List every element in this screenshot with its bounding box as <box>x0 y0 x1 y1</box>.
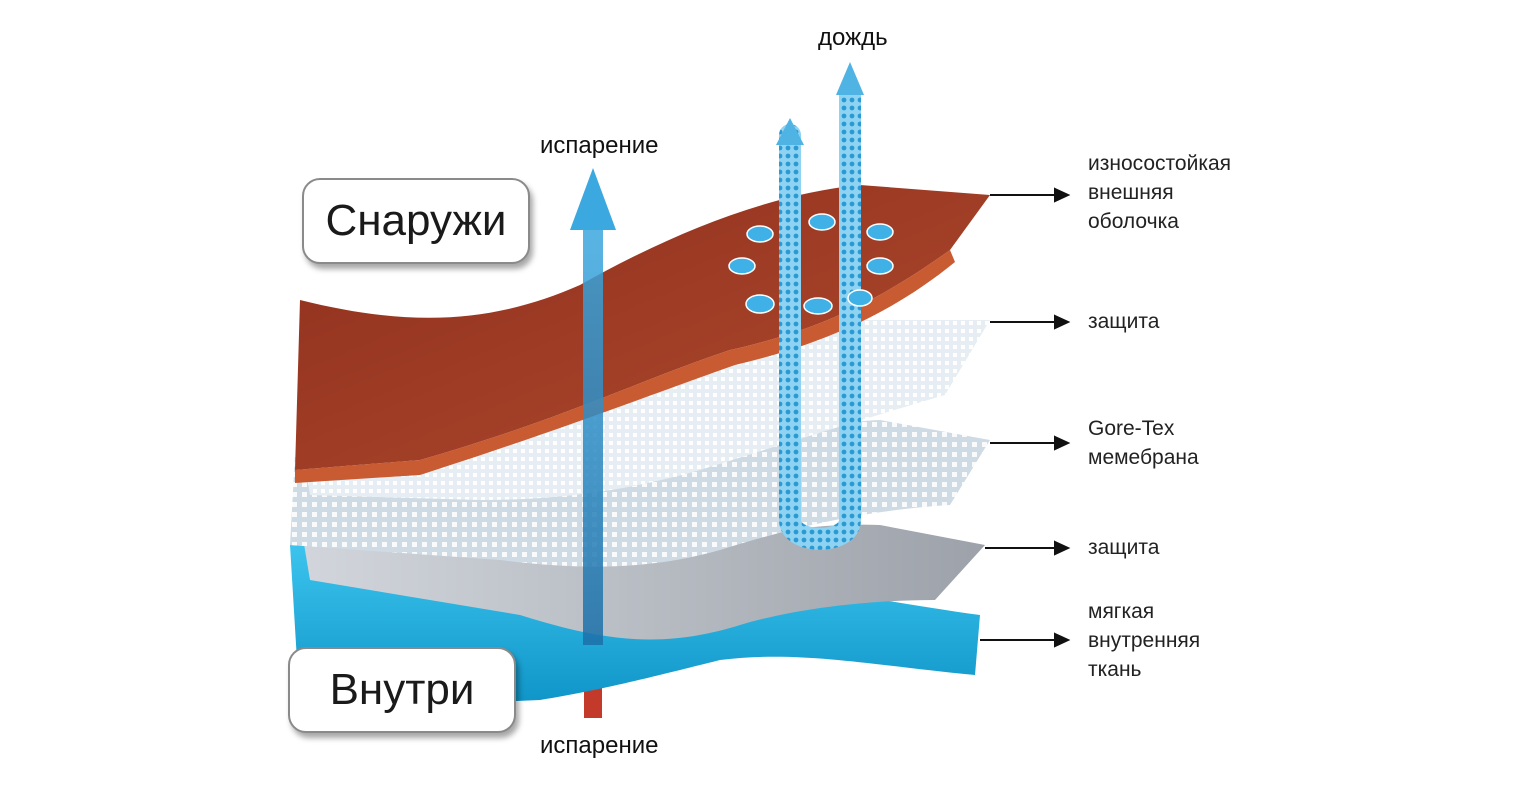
layer-label-protection-bottom: защита <box>1088 536 1160 559</box>
rain-arrow <box>779 84 861 550</box>
rain-label: дождь <box>818 24 888 51</box>
rain-droplets <box>728 213 894 315</box>
membrane-layer <box>290 420 990 567</box>
layer-label-membrane: Gore-Tex мемебрана <box>1088 417 1199 469</box>
rain-arrow-head-left <box>776 118 804 145</box>
inside-label: Внутри <box>288 647 516 733</box>
label-pointers <box>980 187 1071 648</box>
evaporation-arrow-head <box>570 168 616 230</box>
evaporation-top-label: испарение <box>540 132 659 159</box>
layer-label-outer-shell: износостойкая внешняя оболочка <box>1088 152 1232 233</box>
layer-label-inner-fabric: мягкая внутренняя ткань <box>1088 600 1201 681</box>
layer-label-protection-top: защита <box>1088 310 1160 333</box>
rain-arrow-head-right <box>836 62 864 95</box>
evaporation-arrow-shaft <box>583 225 603 645</box>
outside-label: Снаружи <box>302 178 530 264</box>
outer-shell-layer <box>295 185 990 470</box>
evaporation-bottom-label: испарение <box>540 732 659 759</box>
